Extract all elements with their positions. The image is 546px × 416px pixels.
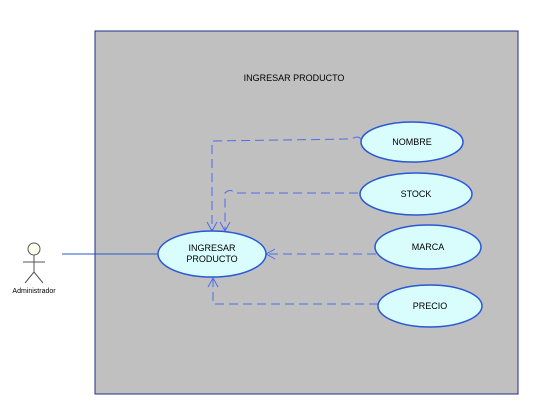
use-case-label-line1: INGRESAR [188, 243, 236, 253]
actor-right-leg [33, 271, 44, 284]
use-case-label-line2: PRODUCTO [186, 254, 237, 264]
system-title: INGRESAR PRODUCTO [244, 73, 345, 83]
use-case-ellipse [360, 121, 464, 163]
use-case-nombre[interactable]: NOMBRE [360, 121, 464, 163]
use-case-label: PRECIO [413, 301, 448, 311]
use-case-ellipse [359, 172, 473, 216]
arrowhead-precio [207, 276, 219, 288]
use-case-ellipse [157, 230, 267, 278]
use-case-label: MARCA [412, 242, 445, 252]
use-case-ellipse [377, 284, 483, 328]
actor-administrador[interactable]: Administrador [12, 242, 56, 295]
use-case-marca[interactable]: MARCA [374, 224, 482, 270]
system-boundary [94, 30, 519, 395]
actor-label: Administrador [12, 288, 56, 295]
actor-head [27, 242, 41, 256]
use-case-label: NOMBRE [392, 137, 432, 147]
actor-left-leg [24, 271, 35, 284]
use-case-ingresar-producto[interactable]: INGRESAR PRODUCTO [157, 230, 267, 278]
use-case-precio[interactable]: PRECIO [377, 284, 483, 328]
use-case-label: STOCK [401, 189, 432, 199]
use-case-ellipse [374, 224, 482, 270]
dependency-stock [224, 190, 358, 230]
dependency-nombre [211, 136, 362, 230]
use-case-stock[interactable]: STOCK [359, 172, 473, 216]
